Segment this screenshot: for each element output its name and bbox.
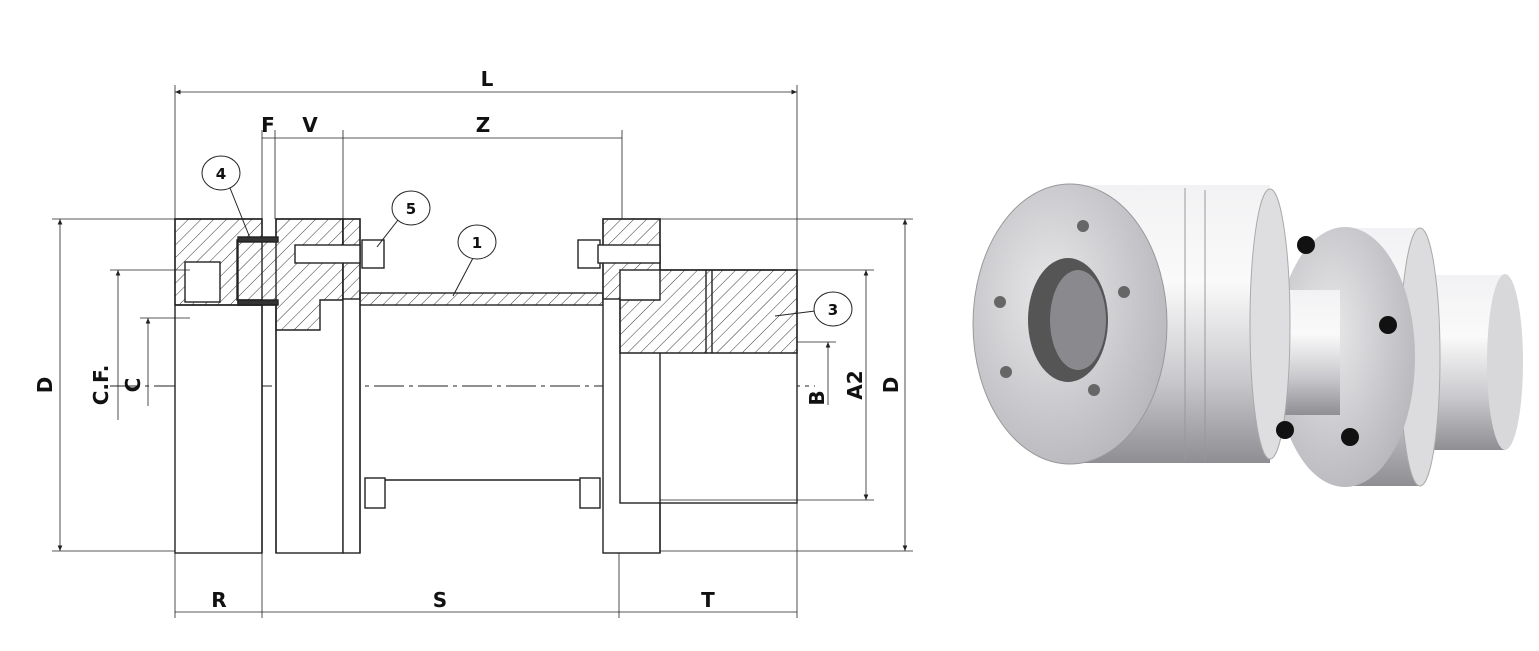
coupling-3d-render [972, 183, 1523, 487]
dim-D-left: D [33, 377, 57, 394]
dim-D-right: D [879, 377, 903, 394]
spacer-tube [359, 292, 604, 306]
dim-L: L [481, 67, 494, 91]
bolt-holes [994, 220, 1130, 396]
dim-R: R [211, 588, 226, 612]
dimension-lines [52, 85, 913, 618]
dim-Z: Z [476, 113, 491, 137]
dim-A2: A2 [843, 370, 867, 399]
dim-C: C [121, 378, 145, 393]
dim-S: S [433, 588, 447, 612]
dim-B: B [805, 390, 829, 405]
dim-CF: C.F. [89, 365, 113, 406]
dim-F: F [261, 113, 275, 137]
bolt-heads [1276, 236, 1397, 446]
callout-5: 5 [406, 200, 416, 218]
dim-T: T [701, 588, 715, 612]
dimension-labels: L F V Z D C.F. C B A2 D R S T [33, 67, 903, 612]
dim-V: V [302, 113, 318, 137]
callout-4: 4 [216, 165, 226, 183]
section-view [110, 218, 815, 554]
callouts [201, 155, 853, 327]
callout-3: 3 [828, 301, 838, 319]
callout-1: 1 [472, 234, 482, 252]
